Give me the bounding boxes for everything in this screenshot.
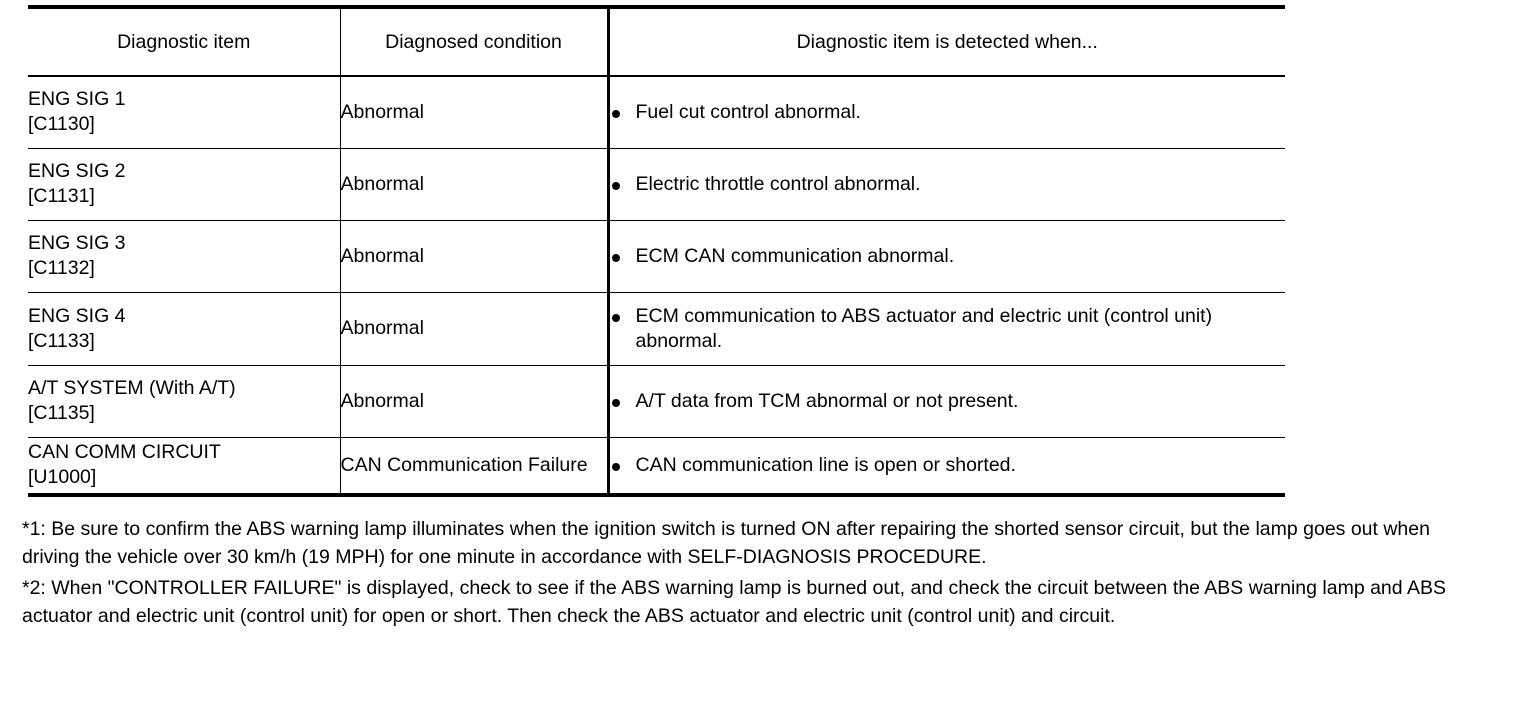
bullet-dot-icon <box>611 109 620 118</box>
cell-diagnostic-item: ENG SIG 2 [C1131] <box>28 147 341 220</box>
footnote-1: *1: Be sure to confirm the ABS warning l… <box>22 518 1430 568</box>
bullet-dot-icon <box>611 181 620 190</box>
cell-diagnosed-condition: CAN Communication Failure <box>340 436 610 495</box>
diagnostic-item-name: ENG SIG 2 <box>28 160 126 183</box>
cell-detected-when: Fuel cut control abnormal. <box>608 76 1285 148</box>
table-row: ENG SIG 2 [C1131] Abnormal Electric thro… <box>28 147 1286 220</box>
detected-bullet-line: ECM communication to ABS actuator and el… <box>610 304 1286 354</box>
detected-bullet-line: ECM CAN communication abnormal. <box>610 244 1286 269</box>
diagnostic-item-name: ENG SIG 4 <box>28 304 126 327</box>
diagnostic-item-name: ENG SIG 3 <box>28 232 126 255</box>
cell-detected-when: A/T data from TCM abnormal or not presen… <box>608 364 1286 437</box>
diagnostic-item-code: [C1133] <box>28 329 95 352</box>
detected-text: ECM communication to ABS actuator and el… <box>635 304 1213 352</box>
column-header-diagnosed-condition: Diagnosed condition <box>340 7 610 77</box>
diagnostic-item-name: ENG SIG 1 <box>28 88 126 111</box>
detected-bullet-line: Electric throttle control abnormal. <box>610 172 1286 197</box>
diagnostic-item-name: CAN COMM CIRCUIT <box>28 441 221 464</box>
cell-diagnosed-condition: Abnormal <box>340 291 610 365</box>
cell-diagnostic-item: ENG SIG 1 [C1130] <box>28 76 341 148</box>
detected-text: CAN communication line is open or shorte… <box>635 453 1016 476</box>
diagnostic-item-code: [U1000] <box>28 466 97 489</box>
footnote-2: *2: When "CONTROLLER FAILURE" is display… <box>22 577 1446 628</box>
table-row: ENG SIG 3 [C1132] Abnormal ECM CAN commu… <box>28 219 1286 292</box>
diagnostic-trouble-code-table: Diagnostic item Diagnosed condition Diag… <box>28 5 1285 497</box>
diagnostic-item-code: [C1135] <box>28 402 95 424</box>
cell-diagnostic-item: A/T SYSTEM (With A/T) [C1135] <box>28 364 341 437</box>
cell-detected-when: ECM communication to ABS actuator and el… <box>608 291 1286 365</box>
detected-text: ECM CAN communication abnormal. <box>635 244 955 267</box>
column-header-diagnostic-item: Diagnostic item <box>28 7 341 77</box>
detected-bullet-line: Fuel cut control abnormal. <box>610 100 1286 125</box>
column-header-detected-when: Diagnostic item is detected when... <box>608 7 1285 77</box>
detected-bullet-line: A/T data from TCM abnormal or not presen… <box>610 389 1286 414</box>
table-row: ENG SIG 1 [C1130] Abnormal Fuel cut cont… <box>28 76 1285 148</box>
cell-diagnosed-condition: Abnormal <box>340 364 610 437</box>
bullet-dot-icon <box>611 398 620 407</box>
cell-diagnostic-item: ENG SIG 4 [C1133] <box>28 291 341 365</box>
detected-text: A/T data from TCM abnormal or not presen… <box>635 389 1019 412</box>
table-row: ENG SIG 4 [C1133] Abnormal ECM communica… <box>28 291 1286 365</box>
diagnostic-item-code: [C1130] <box>28 113 95 136</box>
diagnostic-item-code: [C1132] <box>28 257 95 279</box>
bullet-dot-icon <box>611 253 620 262</box>
bullet-dot-icon <box>611 313 620 322</box>
diagnostic-item-code: [C1131] <box>28 185 95 207</box>
detected-bullet-line: CAN communication line is open or shorte… <box>610 453 1286 478</box>
cell-detected-when: Electric throttle control abnormal. <box>608 147 1286 220</box>
detected-text: Electric throttle control abnormal. <box>635 172 921 195</box>
cell-diagnosed-condition: Abnormal <box>340 76 610 148</box>
footnotes-block: *1: Be sure to confirm the ABS warning l… <box>22 516 1462 632</box>
cell-diagnostic-item: ENG SIG 3 [C1132] <box>28 219 341 292</box>
detected-text: Fuel cut control abnormal. <box>635 100 861 123</box>
diagnostic-item-name: A/T SYSTEM (With A/T) <box>28 377 236 400</box>
cell-diagnosed-condition: Abnormal <box>340 219 610 292</box>
table-row: CAN COMM CIRCUIT [U1000] CAN Communicati… <box>28 436 1286 495</box>
bullet-dot-icon <box>611 462 620 471</box>
table-header-row: Diagnostic item Diagnosed condition Diag… <box>28 7 1285 77</box>
cell-detected-when: CAN communication line is open or shorte… <box>608 436 1286 495</box>
cell-diagnostic-item: CAN COMM CIRCUIT [U1000] <box>28 436 341 495</box>
cell-detected-when: ECM CAN communication abnormal. <box>608 219 1286 292</box>
table-row: A/T SYSTEM (With A/T) [C1135] Abnormal A… <box>28 364 1286 437</box>
cell-diagnosed-condition: Abnormal <box>340 147 610 220</box>
